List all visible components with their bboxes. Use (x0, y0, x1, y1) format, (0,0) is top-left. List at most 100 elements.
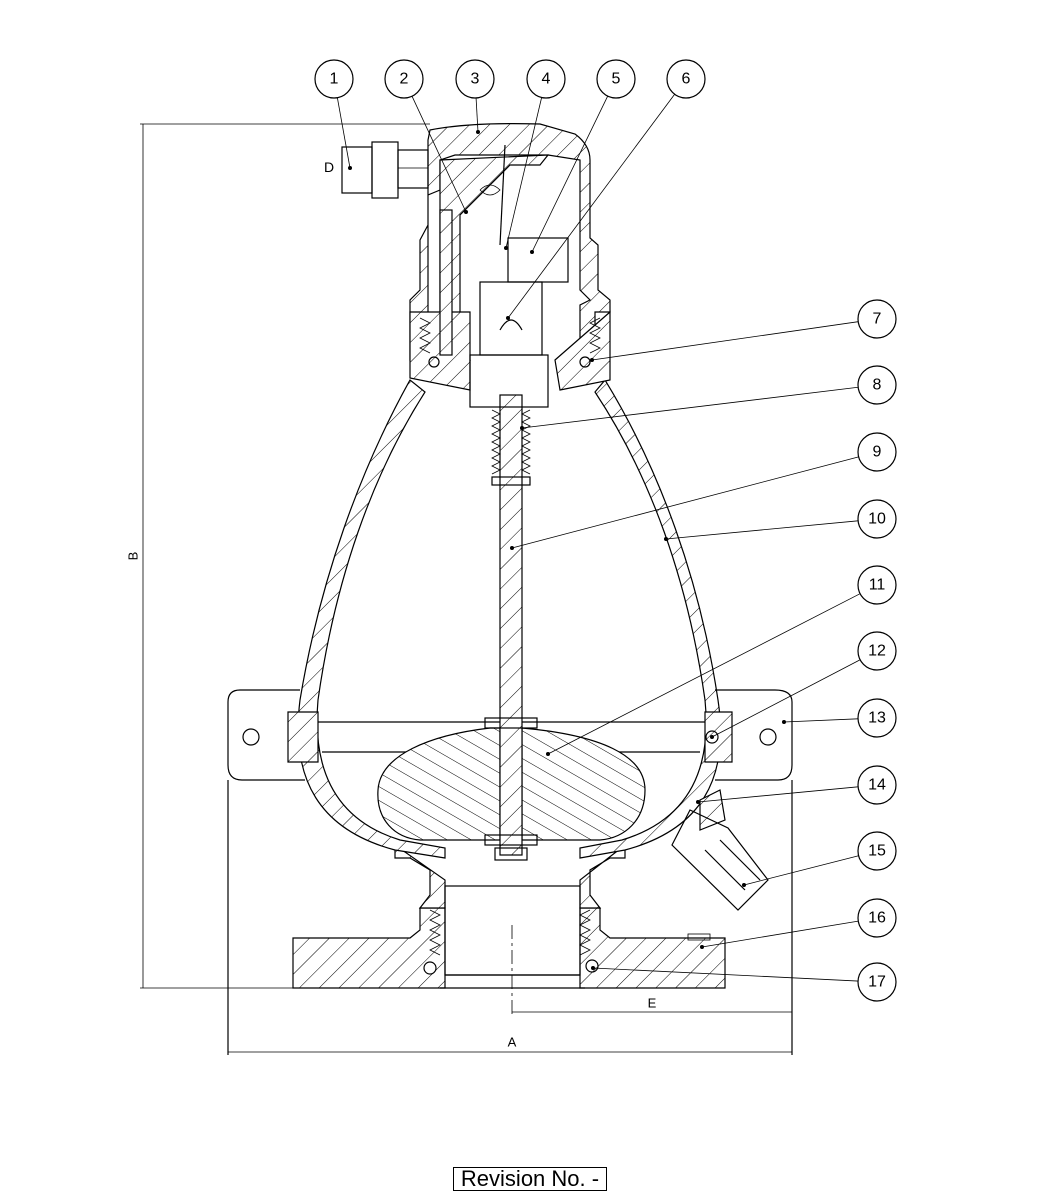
callout-circle (857, 765, 897, 805)
leader-line-17 (592, 967, 859, 982)
leader-line-2 (411, 96, 467, 213)
leader-line-8 (521, 386, 859, 429)
callout-number: 12 (868, 643, 886, 660)
valve-body (297, 378, 722, 859)
leader-dot-10 (664, 537, 668, 541)
callout-number: 16 (868, 910, 886, 927)
leader-dot-8 (520, 426, 524, 430)
callout-12: 12 (857, 631, 897, 671)
callout-8: 8 (857, 365, 897, 405)
leader-dot-13 (782, 720, 786, 724)
callout-number: 13 (868, 710, 886, 727)
callout-16: 16 (857, 898, 897, 938)
leader-line-3 (475, 97, 479, 133)
leader-line-12 (711, 659, 861, 738)
callout-number: 1 (330, 71, 339, 88)
leader-dot-12 (710, 735, 714, 739)
callout-circle (857, 698, 897, 738)
leader-line-1 (336, 97, 351, 169)
callout-number: 15 (868, 843, 886, 860)
dimensions (140, 123, 792, 1053)
callout-number: 10 (868, 511, 886, 528)
callout-circle (857, 898, 897, 938)
callout-1: 1 (314, 59, 354, 99)
callout-circle (666, 59, 706, 99)
leader-dot-3 (476, 130, 480, 134)
callout-number: 8 (873, 377, 882, 394)
callout-17: 17 (857, 962, 897, 1002)
leader-dot-16 (700, 945, 704, 949)
side-connector (341, 141, 429, 199)
callout-3: 3 (455, 59, 495, 99)
callout-circle (857, 365, 897, 405)
callout-10: 10 (857, 499, 897, 539)
upper-housing (409, 123, 611, 408)
callout-circle (455, 59, 495, 99)
dimension-e-label: E (648, 996, 657, 1011)
leader-dot-5 (530, 250, 534, 254)
callout-13: 13 (857, 698, 897, 738)
callout-circle (857, 962, 897, 1002)
leader-line-6 (507, 93, 675, 319)
callout-circle (857, 299, 897, 339)
callout-number: 17 (868, 974, 886, 991)
leader-lines (336, 93, 861, 982)
leader-line-7 (591, 321, 859, 361)
callout-number: 6 (682, 71, 691, 88)
leader-line-5 (531, 95, 609, 253)
leader-dot-15 (742, 883, 746, 887)
callout-circle (857, 631, 897, 671)
callout-9: 9 (857, 432, 897, 472)
callout-number: 14 (868, 777, 886, 794)
callout-circle (526, 59, 566, 99)
leader-dot-2 (464, 210, 468, 214)
leader-dot-7 (590, 358, 594, 362)
leader-dot-14 (696, 800, 700, 804)
leader-line-14 (697, 786, 859, 803)
leader-line-9 (511, 456, 859, 549)
callout-number: 5 (612, 71, 621, 88)
callout-number: 11 (869, 577, 886, 594)
leader-line-16 (701, 920, 859, 948)
leader-dot-17 (591, 966, 595, 970)
leader-line-10 (665, 520, 859, 540)
callout-circle (857, 831, 897, 871)
leader-line-13 (783, 718, 859, 723)
dimension-a-label: A (508, 1035, 517, 1050)
callout-11: 11 (857, 565, 897, 605)
callout-circle (384, 59, 424, 99)
callout-6: 6 (666, 59, 706, 99)
revision-label: Revision No. - (453, 1167, 607, 1191)
float (377, 727, 646, 841)
callout-number: 4 (542, 71, 551, 88)
leader-line-11 (547, 593, 861, 755)
leader-dot-4 (504, 246, 508, 250)
callout-14: 14 (857, 765, 897, 805)
mounting-ears (227, 689, 793, 1055)
callout-2: 2 (384, 59, 424, 99)
callout-circle (314, 59, 354, 99)
inlet-neck (394, 843, 626, 1015)
leader-dot-1 (348, 166, 352, 170)
dimension-d-label: D (324, 159, 334, 175)
leader-line-15 (743, 855, 859, 886)
callout-circle (857, 565, 897, 605)
leader-line-4 (505, 97, 543, 249)
leader-dot-9 (510, 546, 514, 550)
callout-circle (857, 499, 897, 539)
callout-circle (857, 432, 897, 472)
leader-dot-11 (546, 752, 550, 756)
callout-15: 15 (857, 831, 897, 871)
dimension-b-label: B (126, 552, 141, 561)
callout-number: 9 (873, 444, 882, 461)
callout-4: 4 (526, 59, 566, 99)
callout-5: 5 (596, 59, 636, 99)
callout-number: 7 (873, 311, 882, 328)
callout-circle (596, 59, 636, 99)
callout-number: 3 (471, 71, 480, 88)
callout-7: 7 (857, 299, 897, 339)
stem (484, 394, 538, 861)
leader-dot-6 (506, 316, 510, 320)
